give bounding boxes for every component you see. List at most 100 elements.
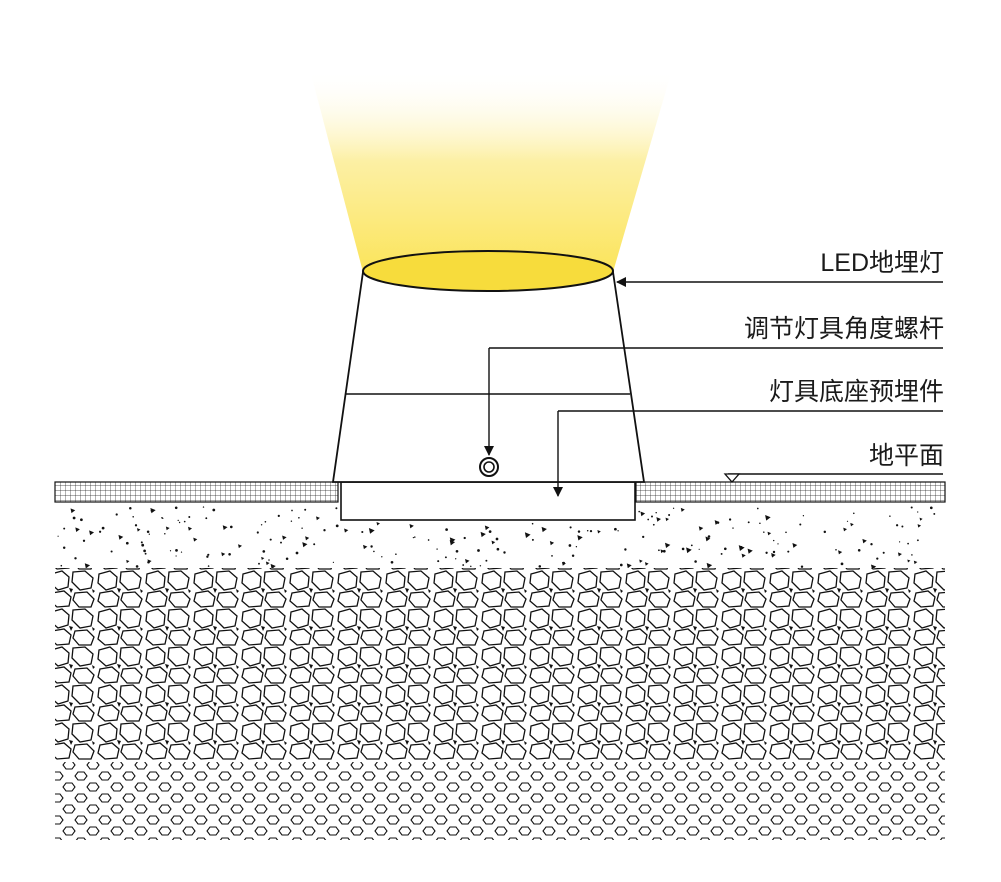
soil-speck — [524, 532, 531, 538]
soil-speck — [681, 547, 685, 551]
soil-speck — [148, 533, 150, 535]
soil-speck — [772, 550, 776, 554]
soil-speck — [180, 551, 183, 553]
light-beam — [310, 70, 672, 272]
soil-speck — [771, 553, 776, 558]
soil-speck — [169, 550, 172, 552]
soil-speck — [144, 552, 147, 555]
soil-speck — [720, 552, 723, 555]
soil-speck — [575, 546, 578, 548]
soil-speck — [409, 524, 414, 529]
soil-speck — [680, 507, 685, 512]
soil-speck — [175, 555, 177, 557]
soil-speck — [323, 529, 326, 532]
soil-speck — [129, 507, 132, 510]
soil-speck — [477, 549, 480, 552]
soil-speck — [765, 515, 771, 521]
soil-speck — [101, 526, 105, 530]
soil-speck — [316, 516, 320, 521]
soil-speck — [644, 562, 649, 566]
soil-speck — [662, 549, 666, 553]
label-led-inground-light: LED地埋灯 — [820, 249, 944, 277]
embedded-base — [340, 481, 636, 521]
soil-speck — [870, 543, 873, 546]
soil-speck — [694, 560, 697, 563]
soil-speck — [368, 528, 375, 534]
soil-speck — [917, 524, 922, 528]
soil-speck — [619, 563, 623, 567]
soil-speck — [910, 506, 913, 509]
soil-speck — [285, 557, 289, 561]
soil-speck — [562, 561, 566, 565]
ground-level-symbol — [723, 473, 741, 483]
soil-speck — [363, 544, 368, 550]
soil-speck — [470, 565, 472, 568]
soil-speck — [183, 520, 186, 523]
soil-speck — [175, 549, 178, 552]
soil-speck — [395, 553, 397, 555]
soil-speck — [222, 525, 228, 531]
soil-speck — [665, 517, 669, 522]
soil-speck — [188, 516, 191, 518]
soil-speck — [496, 547, 500, 551]
soil-speck — [759, 522, 761, 525]
soil-speck — [571, 554, 575, 558]
soil-speck — [465, 558, 470, 564]
soil-speck — [147, 561, 150, 564]
soil-speck — [332, 561, 334, 564]
soil-speck — [531, 538, 534, 541]
soil-speck — [638, 510, 640, 513]
soil-speck — [707, 535, 711, 538]
soil-speck — [207, 565, 210, 567]
soil-speck — [63, 527, 66, 530]
soil-speck — [125, 541, 129, 545]
soil-speck — [740, 546, 743, 548]
soil-speck — [256, 531, 259, 534]
soil-speck — [412, 536, 415, 539]
soil-speck — [484, 525, 490, 531]
soil-speck — [335, 507, 338, 510]
soil-speck — [876, 557, 879, 560]
soil-speck — [436, 548, 438, 550]
soil-speck — [919, 517, 923, 521]
soil-speck — [174, 506, 178, 510]
soil-speck — [882, 551, 885, 554]
soil-speck — [165, 526, 170, 531]
label-embedded-base: 灯具底座预埋件 — [768, 378, 944, 406]
soil-speck — [132, 516, 134, 518]
soil-speck — [846, 520, 849, 522]
soil-speck — [258, 562, 260, 565]
soil-speck — [89, 530, 95, 536]
soil-speck — [74, 557, 77, 560]
soil-speck — [57, 535, 59, 537]
soil-speck — [773, 539, 775, 542]
soil-speck — [491, 540, 496, 545]
soil-speck — [462, 564, 465, 566]
soil-speck — [110, 550, 113, 553]
soil-speck — [541, 526, 547, 533]
soil-speck — [823, 530, 827, 534]
soil-speck — [313, 543, 316, 546]
soil-speck — [577, 530, 581, 533]
soil-speck — [298, 516, 300, 519]
crushed-stone-layer — [55, 568, 945, 760]
soil-speck — [714, 520, 720, 525]
soil-speck — [295, 551, 299, 555]
soil-speck — [282, 535, 287, 540]
soil-speck — [301, 527, 303, 529]
soil-speck — [792, 543, 798, 548]
soil-speck — [193, 537, 198, 542]
soil-speck — [164, 532, 166, 535]
soil-speck — [698, 526, 704, 531]
soil-speck — [658, 549, 660, 552]
soil-speck — [376, 522, 380, 526]
soil-speck — [361, 530, 364, 534]
soil-speck — [763, 531, 765, 533]
soil-speck — [270, 563, 276, 570]
soil-speck — [207, 553, 210, 556]
soil-speck — [617, 530, 619, 532]
lamp-lens — [362, 250, 614, 292]
soil-speck — [933, 512, 936, 515]
soil-speck — [917, 511, 919, 513]
